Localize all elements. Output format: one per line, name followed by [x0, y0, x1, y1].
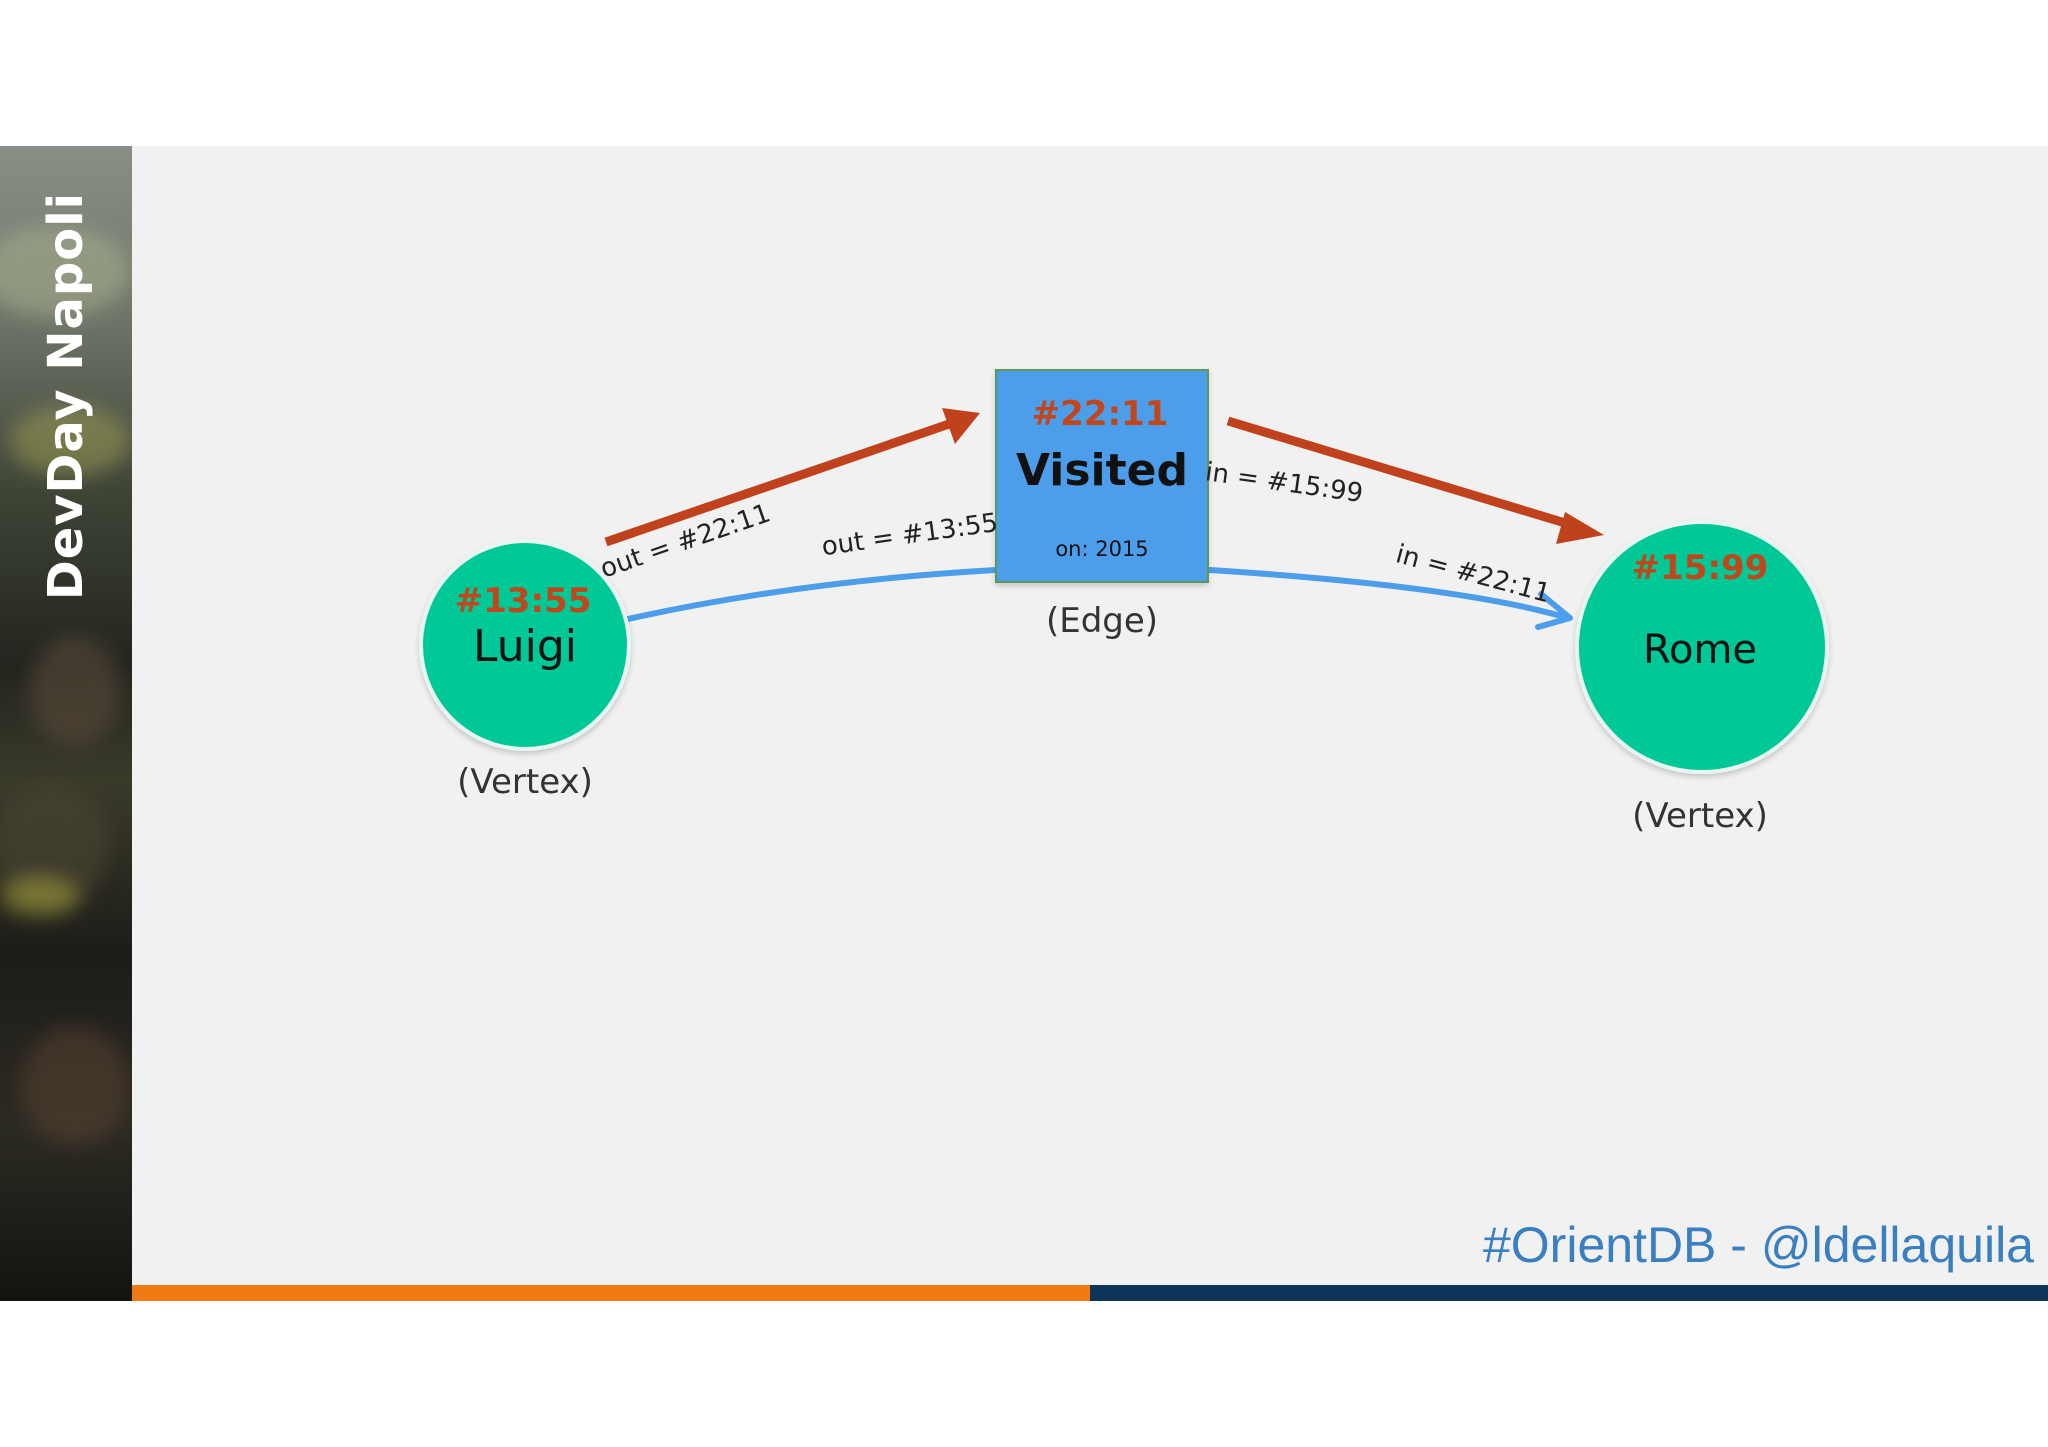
- red-arrow-right-shaft: [1226, 416, 1577, 531]
- edge-visited-id: #22:11: [1032, 394, 1169, 434]
- link-label-edge-out: out = #13:55: [820, 508, 1000, 562]
- vertex-rome-node: [1575, 520, 1829, 774]
- edge-visited-label: Visited: [1016, 445, 1188, 496]
- accent-bar-navy: [1090, 1285, 2048, 1301]
- vertex-luigi-caption: (Vertex): [457, 762, 593, 802]
- sidebar-photo-panel: DevDay Napoli: [0, 146, 132, 1301]
- vertex-luigi-node: [419, 539, 631, 751]
- red-arrow-right-head-icon: [1556, 512, 1604, 544]
- link-label-edge-in: in = #15:99: [1203, 457, 1364, 509]
- vertex-luigi-label: Luigi: [473, 621, 577, 672]
- red-arrow-left-head-icon: [942, 408, 980, 444]
- footer-handle: #OrientDB - @ldellaquila: [1482, 1217, 2034, 1273]
- red-arrow-left-shaft: [604, 418, 954, 547]
- accent-bar-orange: [132, 1285, 1090, 1301]
- vertex-rome-label: Rome: [1643, 627, 1757, 673]
- vertex-luigi-id: #13:55: [455, 581, 592, 621]
- edge-visited-node: [995, 369, 1209, 583]
- vertex-rome-caption: (Vertex): [1632, 796, 1768, 836]
- edge-visited-caption: (Edge): [1046, 601, 1158, 641]
- edge-visited-property: on: 2015: [1055, 537, 1148, 561]
- blue-arrowhead-icon: [1535, 591, 1573, 630]
- vertex-rome-id: #15:99: [1632, 548, 1769, 588]
- slide: DevDay Napoli #13:55 Luigi (Vertex) #22:…: [0, 146, 2048, 1301]
- graph-diagram: #13:55 Luigi (Vertex) #22:11 Visited on:…: [419, 369, 1829, 836]
